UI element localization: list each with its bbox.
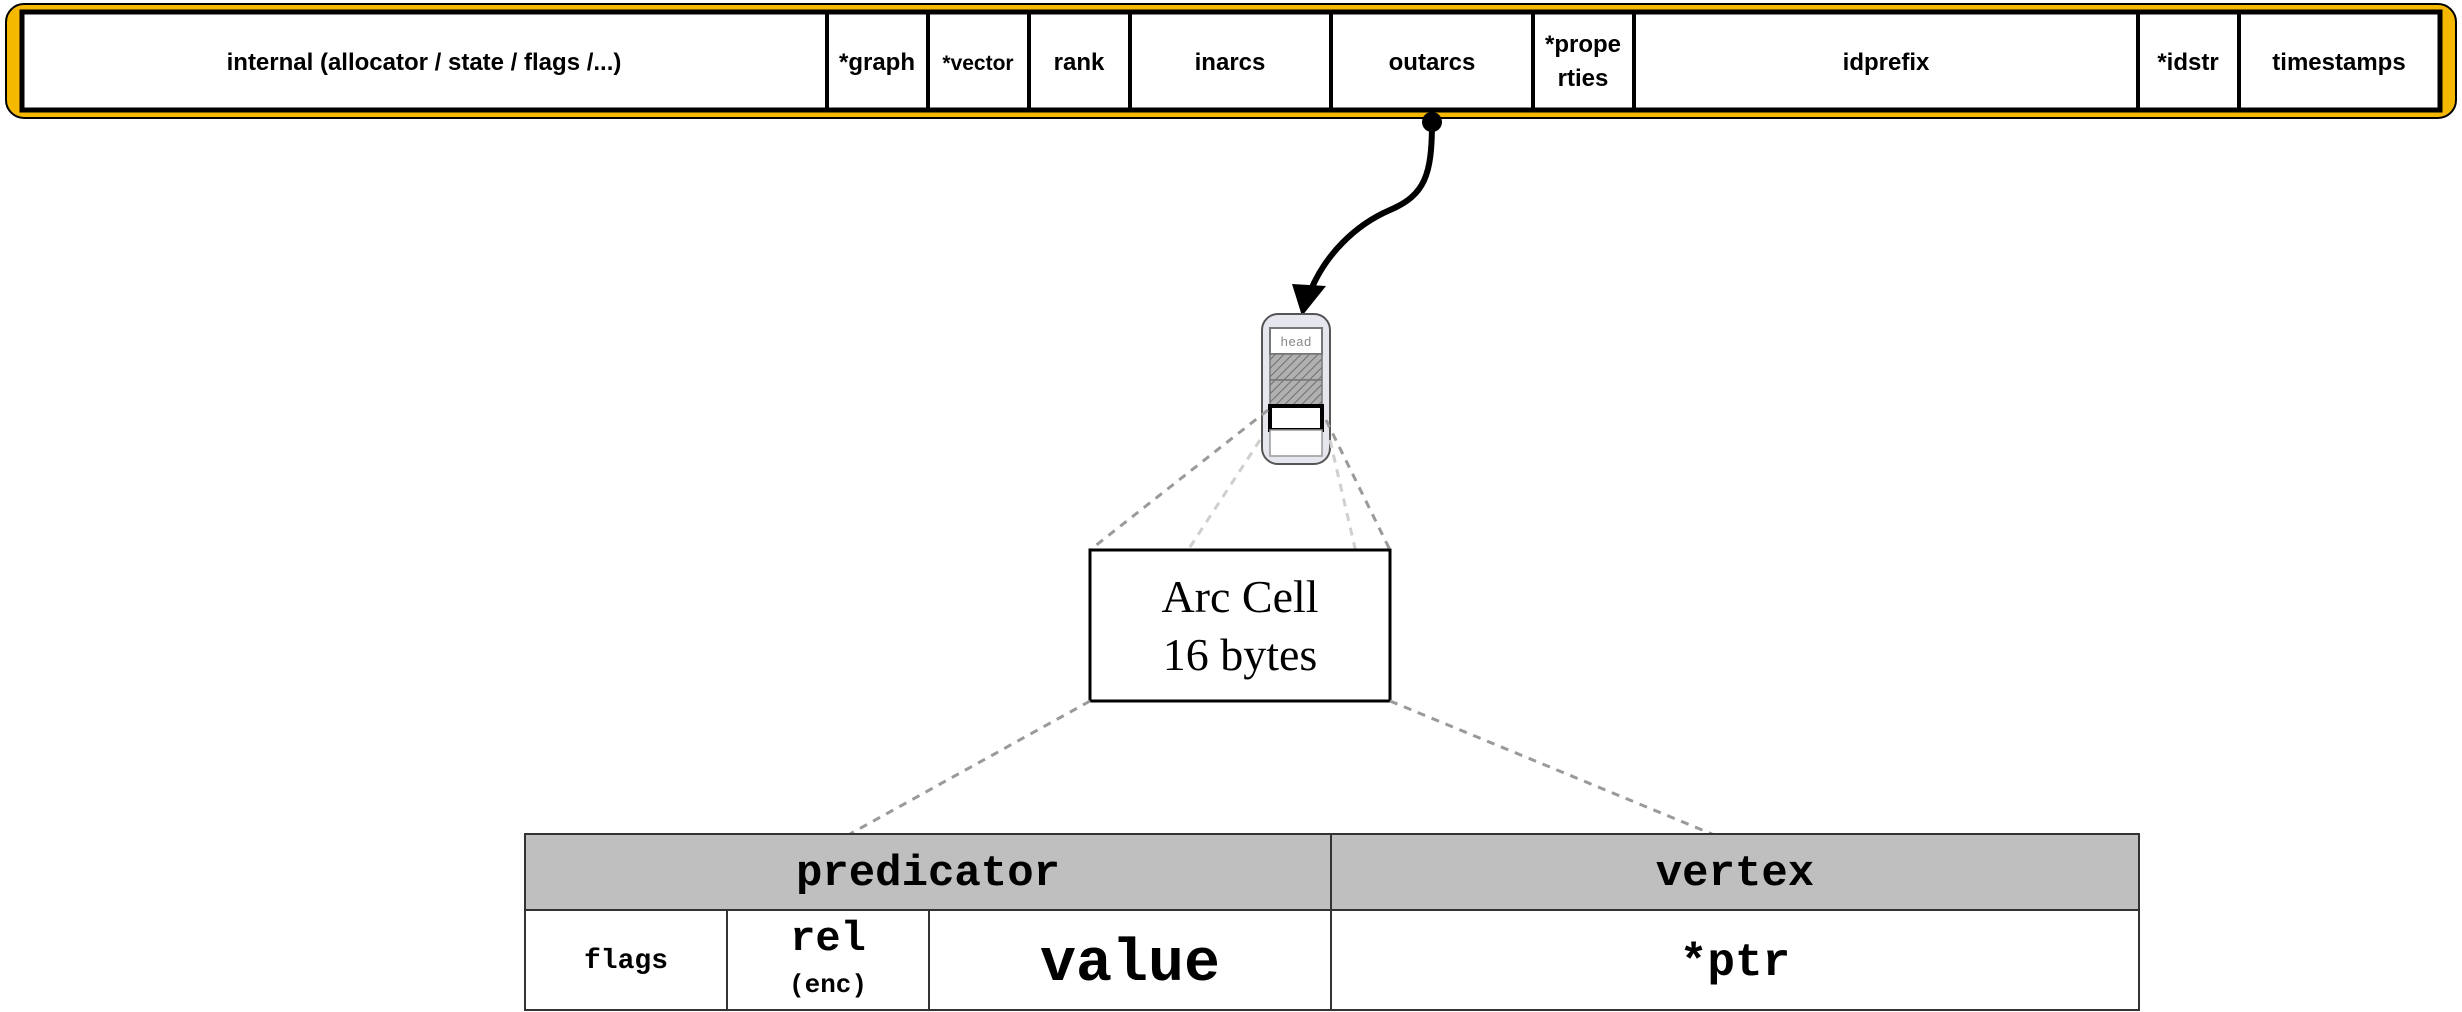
ptr-cell xyxy=(1330,909,2140,1011)
arc-array-selected-cell xyxy=(1268,404,1324,432)
field-idprefix: idprefix xyxy=(1843,49,1930,76)
field-properties-line2: rties xyxy=(1558,65,1609,92)
zoom-lines-lower xyxy=(849,699,1713,836)
outarcs-pointer xyxy=(1292,112,1442,316)
pointer-arrowhead xyxy=(1292,284,1326,316)
value-label: value xyxy=(1040,931,1220,999)
rel-cell xyxy=(726,909,930,1011)
arc-array-free-cell xyxy=(1269,429,1323,457)
field-internal: internal (allocator / state / flags /...… xyxy=(227,49,622,76)
flags-label: flags xyxy=(584,946,668,977)
field-graph: *graph xyxy=(839,49,915,76)
rel-label: rel xyxy=(790,915,866,963)
field-vector: *vector xyxy=(942,52,1013,75)
field-outarcs: outarcs xyxy=(1389,49,1476,76)
struct-body xyxy=(19,9,2443,113)
arc-array-used-cell-2 xyxy=(1269,379,1323,407)
vertex-header: vertex xyxy=(1656,849,1814,899)
pointer-arrow-line xyxy=(1307,121,1435,294)
arc-array: head xyxy=(1261,313,1331,465)
field-idstr: *idstr xyxy=(2157,49,2218,76)
field-timestamps: timestamps xyxy=(2272,49,2405,76)
field-rank: rank xyxy=(1054,49,1105,76)
field-inarcs: inarcs xyxy=(1195,49,1266,76)
arc-array-head-cell xyxy=(1269,327,1323,355)
predicator-header: predicator xyxy=(796,849,1060,899)
arc-cell-size: 16 bytes xyxy=(1163,629,1318,680)
vertex-header-cell xyxy=(1330,833,2140,911)
value-cell xyxy=(928,909,1332,1011)
arc-cell-title: Arc Cell xyxy=(1161,571,1318,622)
vertex-struct: internal (allocator / state / flags /...… xyxy=(5,3,2457,119)
ptr-label: *ptr xyxy=(1680,937,1790,989)
arc-cell: Arc Cell 16 bytes xyxy=(1088,548,1392,703)
flags-cell xyxy=(524,909,728,1011)
arc-array-head-label: head xyxy=(1280,335,1311,350)
arc-cell-box xyxy=(1088,548,1392,703)
rel-sub-label: (enc) xyxy=(789,970,867,1000)
field-properties: *prope xyxy=(1545,31,1621,58)
arc-array-used-cell-1 xyxy=(1269,353,1323,381)
arc-cell-layout-table: predicator vertex flags rel (enc) value … xyxy=(524,833,2140,1011)
